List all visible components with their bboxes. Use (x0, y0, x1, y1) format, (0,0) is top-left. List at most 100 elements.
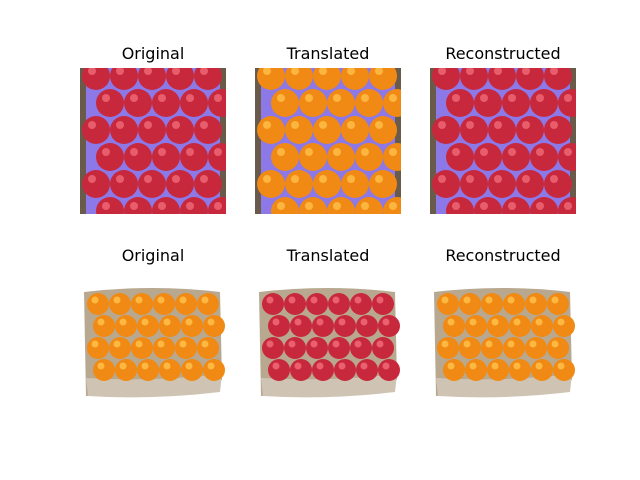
apple-fruit (96, 197, 124, 214)
orange-fruit (509, 359, 531, 381)
orange-fruit (487, 315, 509, 337)
apple-fruit (530, 89, 558, 117)
apples-in-box-image (255, 270, 401, 416)
orange-fruit (547, 337, 569, 359)
orange-fruit (257, 170, 285, 198)
orange-fruit (115, 315, 137, 337)
orange-fruit (525, 293, 547, 315)
apple-fruit (82, 170, 110, 198)
orange-fruit (131, 293, 153, 315)
apple-fruit (194, 68, 222, 90)
apple-fruit (138, 170, 166, 198)
orange-fruit (153, 293, 175, 315)
orange-fruit (93, 359, 115, 381)
apple-fruit (268, 359, 290, 381)
apple-fruit (356, 315, 378, 337)
apple-fruit (180, 89, 208, 117)
apple-fruit (166, 68, 194, 90)
apple-fruit (152, 89, 180, 117)
orange-fruit (503, 293, 525, 315)
oranges-in-box-image (430, 270, 576, 416)
orange-fruit (481, 293, 503, 315)
orange-fruit (109, 337, 131, 359)
orange-fruit (369, 116, 397, 144)
orange-fruit (131, 337, 153, 359)
orange-fruit (383, 89, 401, 117)
orange-fruit (257, 116, 285, 144)
orange-fruit (383, 143, 401, 171)
orange-fruit (341, 170, 369, 198)
apple-fruit (262, 337, 284, 359)
apple-fruit (124, 89, 152, 117)
apple-fruit (530, 197, 558, 214)
apple-fruit (96, 143, 124, 171)
apple-fruit (268, 315, 290, 337)
apple-fruit (138, 68, 166, 90)
orange-fruit (115, 359, 137, 381)
apple-fruit (110, 68, 138, 90)
apple-fruit (262, 293, 284, 315)
row2-title-original: Original (121, 246, 185, 265)
orange-fruit (159, 315, 181, 337)
orange-fruit (285, 68, 313, 90)
row2-reconstructed-image (430, 270, 576, 416)
apple-fruit (152, 197, 180, 214)
apple-fruit (474, 197, 502, 214)
apple-fruit (82, 68, 110, 90)
orange-fruit (313, 116, 341, 144)
apple-fruit (516, 68, 544, 90)
apple-fruit (502, 89, 530, 117)
orange-fruit (299, 89, 327, 117)
orange-fruit (369, 170, 397, 198)
orange-fruit (327, 89, 355, 117)
orange-fruit (299, 143, 327, 171)
apple-fruit (516, 170, 544, 198)
orange-fruit (481, 337, 503, 359)
apple-fruit (446, 143, 474, 171)
orange-fruit (459, 293, 481, 315)
apple-fruit (516, 116, 544, 144)
orange-fruit (181, 359, 203, 381)
orange-fruit (299, 197, 327, 214)
apple-fruit (290, 359, 312, 381)
apple-fruit (544, 68, 572, 90)
orange-fruit (437, 337, 459, 359)
orange-fruit (271, 89, 299, 117)
apple-fruit (350, 337, 372, 359)
orange-fruit (355, 143, 383, 171)
apple-fruit (460, 170, 488, 198)
row2-translated-image (255, 270, 401, 416)
apple-fruit (82, 116, 110, 144)
apple-fruit (544, 116, 572, 144)
orange-fruit (313, 170, 341, 198)
apples-on-tray-image (430, 68, 576, 214)
apple-fruit (284, 337, 306, 359)
apple-fruit (194, 116, 222, 144)
orange-fruit (327, 143, 355, 171)
apple-fruit (312, 315, 334, 337)
apple-fruit (124, 143, 152, 171)
apple-fruit (110, 170, 138, 198)
orange-fruit (443, 315, 465, 337)
apple-fruit (306, 337, 328, 359)
apple-fruit (460, 116, 488, 144)
apple-fruit (488, 68, 516, 90)
apple-fruit (208, 197, 226, 214)
row2-title-reconstructed: Reconstructed (445, 246, 561, 265)
orange-fruit (271, 197, 299, 214)
apple-fruit (460, 68, 488, 90)
row1-title-reconstructed: Reconstructed (445, 44, 561, 63)
apple-fruit (138, 116, 166, 144)
apple-fruit (334, 315, 356, 337)
apple-fruit (166, 170, 194, 198)
apple-fruit (180, 197, 208, 214)
orange-fruit (175, 337, 197, 359)
apple-fruit (558, 143, 576, 171)
orange-fruit (459, 337, 481, 359)
apple-fruit (378, 315, 400, 337)
apple-fruit (334, 359, 356, 381)
orange-fruit (313, 68, 341, 90)
apple-fruit (446, 89, 474, 117)
orange-fruit (285, 170, 313, 198)
apple-fruit (378, 359, 400, 381)
